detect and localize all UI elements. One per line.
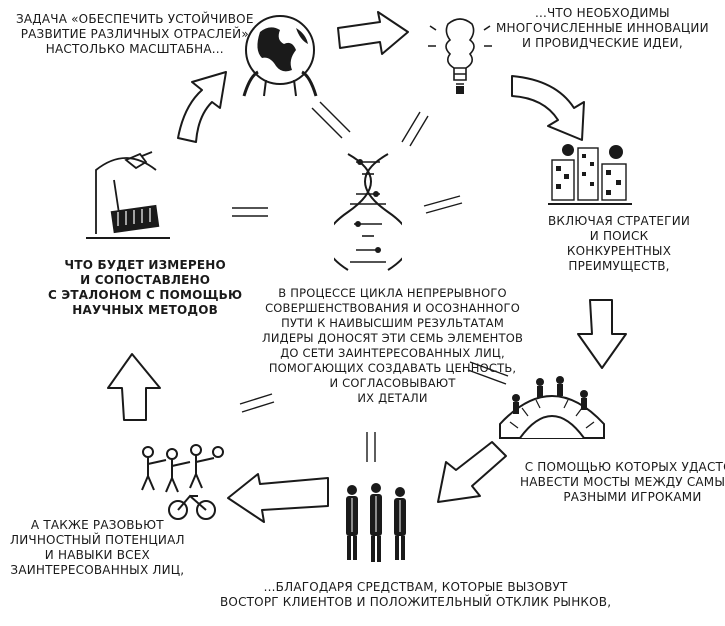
bridge-with-people-icon [499, 376, 605, 439]
group-of-people-icon [346, 483, 406, 562]
arrow-bulb-to-strategy [511, 75, 585, 141]
arrow-strategy-to-bridge [577, 299, 627, 369]
measuring-scale-icon [86, 151, 170, 239]
connector-bulb [401, 111, 429, 147]
connector-bridge [467, 361, 509, 385]
step-label-chain: а также разовьют личностный потенциал и … [10, 518, 185, 577]
connector-globe [311, 101, 351, 139]
center-description: В процессе цикла непрерывного совершенст… [262, 286, 524, 405]
step-label-strategy: включая стратегии и поиск конкурентных п… [548, 214, 691, 273]
connector-strategy [423, 195, 463, 214]
arrow-globe-to-bulb [337, 11, 409, 55]
globe-held-by-hands-icon [242, 15, 318, 97]
arrow-measure-to-globe [177, 71, 227, 143]
arrow-people-to-chain [227, 473, 329, 523]
step-label-globe: Задача «обеспечить устойчивое развитие р… [16, 12, 254, 56]
light-bulb-icon [428, 10, 492, 94]
step-label-measure: что будет измерено и сопоставлено с этал… [48, 258, 243, 317]
connector-people [366, 432, 376, 462]
step-label-bridge: с помощью которых удастся навести мосты … [520, 460, 725, 504]
dna-helix-icon [334, 153, 402, 271]
connector-measure [232, 207, 268, 217]
connector-chain [239, 393, 275, 413]
step-label-bulb: ...что необходимы многочисленные инновац… [496, 6, 709, 50]
strategy-collage-icon [548, 144, 632, 205]
people-chain-bicycle-icon [141, 444, 224, 520]
step-label-people: ...благодаря средствам, которые вызовут … [220, 580, 612, 609]
arrow-bridge-to-people [437, 441, 507, 503]
arrow-chain-to-measure [107, 353, 161, 421]
